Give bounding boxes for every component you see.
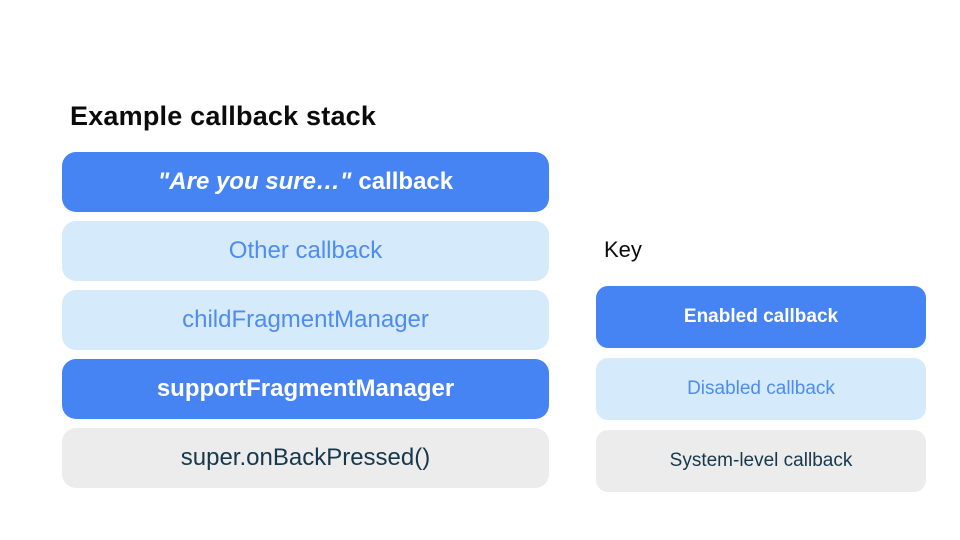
stack-item-quoted-text: "Are you sure…" <box>157 168 352 195</box>
callback-stack: "Are you sure…" callback Other callback … <box>62 152 549 488</box>
stack-item-super-onbackpressed: super.onBackPressed() <box>62 428 549 488</box>
stack-item-other-callback: Other callback <box>62 221 549 281</box>
stack-item-supportfragmentmanager: supportFragmentManager <box>62 359 549 419</box>
key-title: Key <box>604 237 642 262</box>
stack-item-rest-text: callback <box>358 168 454 195</box>
stack-title: Example callback stack <box>70 101 377 131</box>
key-item-system: System-level callback <box>596 430 926 492</box>
stack-item-are-you-sure: "Are you sure…" callback <box>62 152 549 212</box>
key-item-enabled: Enabled callback <box>596 286 926 348</box>
stack-item-childfragmentmanager: childFragmentManager <box>62 290 549 350</box>
key-legend: Enabled callback Disabled callback Syste… <box>596 286 926 492</box>
key-item-disabled: Disabled callback <box>596 358 926 420</box>
